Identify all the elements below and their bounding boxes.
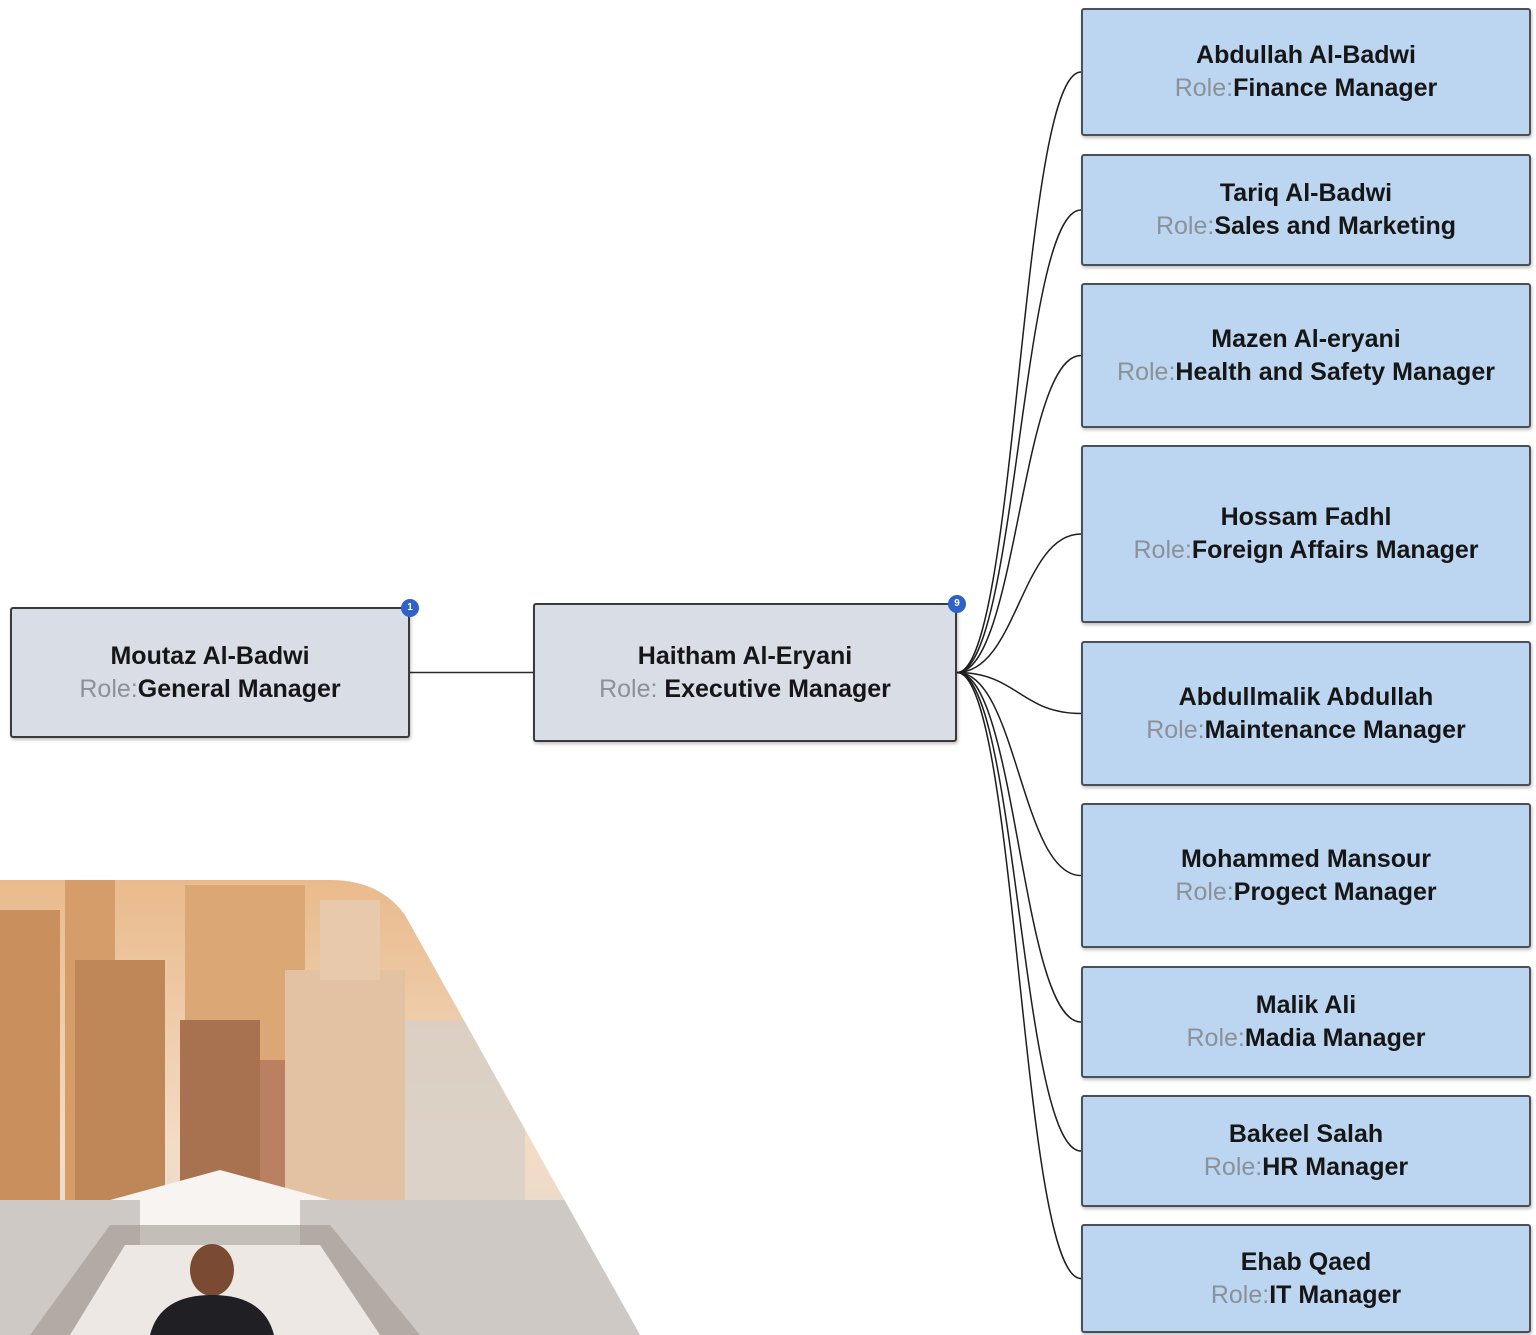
collapse-badge-icon[interactable]: 9 (948, 595, 966, 613)
role-label: Role: (1146, 715, 1205, 744)
connector-exec-report-2 (956, 354, 1082, 674)
role-label: Role: (1117, 357, 1176, 386)
node-role-line: Role:Maintenance Manager (1146, 714, 1466, 747)
role-value: Madia Manager (1244, 1024, 1426, 1052)
connector-exec-report-6 (956, 671, 1082, 1023)
node-role-line: Role:Finance Manager (1175, 72, 1438, 105)
node-name: Hossam Fadhl (1220, 503, 1392, 531)
node-name: Mohammed Mansour (1180, 844, 1432, 873)
role-label: Role: (1210, 1280, 1270, 1309)
role-value: Progect Manager (1233, 877, 1437, 906)
node-name: Abdullmalik Abdullah (1178, 682, 1434, 711)
node-name: Ehab Qaed (1240, 1247, 1372, 1276)
org-node-report[interactable]: Mazen Al-eryani Role:Health and Safety M… (1081, 283, 1531, 428)
role-label: Role: (1186, 1024, 1245, 1052)
role-value: Executive Manager (664, 674, 891, 703)
org-node-executive-manager[interactable]: Haitham Al-Eryani Role: Executive Manage… (533, 595, 966, 742)
node-name: Haitham Al-Eryani (637, 641, 853, 670)
node-name: Tariq Al-Badwi (1219, 179, 1393, 207)
node-role-line: Role: Executive Manager (599, 673, 891, 706)
node-name: Malik Ali (1255, 991, 1357, 1019)
node-role-line: Role:Progect Manager (1175, 876, 1436, 909)
node-role-line: Role:IT Manager (1211, 1279, 1401, 1312)
connector-exec-report-5 (956, 671, 1082, 877)
org-node-report[interactable]: Abdullmalik Abdullah Role:Maintenance Ma… (1081, 641, 1531, 786)
node-name: Moutaz Al-Badwi (110, 641, 310, 670)
role-label: Role: (1133, 536, 1192, 564)
org-node-report[interactable]: Hossam Fadhl Role:Foreign Affairs Manage… (1081, 445, 1531, 623)
org-node-report[interactable]: Bakeel Salah Role:HR Manager (1081, 1095, 1531, 1207)
node-name: Bakeel Salah (1228, 1120, 1384, 1148)
connector-exec-report-7 (956, 671, 1082, 1152)
role-label: Role: (79, 674, 138, 703)
role-label: Role: (1175, 877, 1234, 906)
node-role-line: Role:Foreign Affairs Manager (1134, 534, 1479, 567)
org-node-report[interactable]: Ehab Qaed Role:IT Manager (1081, 1224, 1531, 1333)
node-role-line: Role:Sales and Marketing (1156, 210, 1456, 243)
node-role-line: Role:General Manager (79, 673, 340, 706)
org-node-report[interactable]: Abdullah Al-Badwi Role:Finance Manager (1081, 8, 1531, 136)
node-name: Abdullah Al-Badwi (1196, 41, 1416, 69)
role-value: Sales and Marketing (1214, 212, 1457, 240)
role-label: Role: (1155, 212, 1215, 240)
node-role-line: Role:Madia Manager (1187, 1022, 1426, 1055)
role-value: Foreign Affairs Manager (1191, 536, 1479, 564)
connector-exec-report-8 (956, 671, 1082, 1280)
node-role-line: Role:HR Manager (1204, 1151, 1408, 1184)
org-node-report[interactable]: Tariq Al-Badwi Role:Sales and Marketing (1081, 154, 1531, 266)
role-value: Maintenance Manager (1204, 715, 1466, 744)
org-node-report[interactable]: Mohammed Mansour Role:Progect Manager (1081, 803, 1531, 948)
collapse-badge-icon[interactable]: 1 (401, 599, 419, 617)
node-name: Mazen Al-eryani (1211, 324, 1401, 353)
node-role-line: Role:Health and Safety Manager (1117, 356, 1495, 389)
role-value: IT Manager (1269, 1280, 1402, 1309)
role-label: Role: (599, 674, 658, 703)
connector-exec-report-4 (956, 671, 1082, 715)
connector-exec-report-3 (956, 533, 1082, 674)
org-node-report[interactable]: Malik Ali Role:Madia Manager (1081, 966, 1531, 1078)
role-value: HR Manager (1262, 1153, 1409, 1181)
city-businessman-illustration (0, 880, 640, 1335)
role-value: Health and Safety Manager (1175, 357, 1495, 386)
role-label: Role: (1174, 74, 1234, 102)
role-label: Role: (1203, 1153, 1263, 1181)
connector-exec-report-1 (956, 209, 1082, 674)
org-node-general-manager[interactable]: Moutaz Al-Badwi Role:General Manager 1 (10, 599, 419, 738)
role-value: Finance Manager (1233, 74, 1438, 102)
connector-exec-report-0 (956, 71, 1082, 674)
role-value: General Manager (137, 674, 341, 703)
